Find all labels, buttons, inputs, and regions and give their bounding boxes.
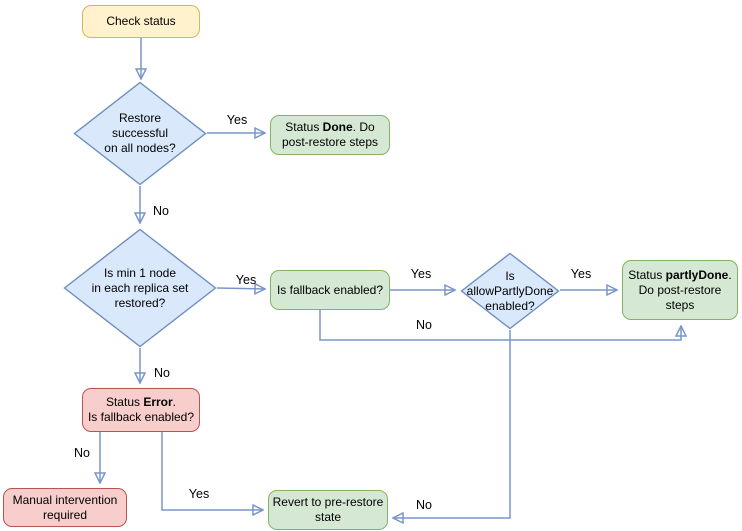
connector-minnode-yes <box>216 288 265 289</box>
edge-label-restore-no: No <box>153 204 169 218</box>
node-fallback-enabled: Is fallback enabled? <box>270 270 390 310</box>
diamond-shape <box>460 252 560 330</box>
node-check-status-label: Check status <box>106 14 176 28</box>
decision-min-one-node-label: Is min 1 node in each replica set restor… <box>91 265 189 310</box>
decision-allow-partly-done-label: Is allowPartlyDone enabled? <box>466 268 554 313</box>
node-status-partly-done-label: Status partlyDone. Do post-restore steps <box>628 267 732 312</box>
decision-restore-successful: Restore successful on all nodes? <box>73 81 207 186</box>
diamond-shape <box>73 81 207 186</box>
decision-restore-successful-label: Restore successful on all nodes? <box>104 111 176 155</box>
connector-fallback-no <box>319 310 681 341</box>
node-status-partly-done: Status partlyDone. Do post-restore steps <box>622 260 738 320</box>
node-manual-intervention-label: Manual intervention required <box>12 492 118 522</box>
node-status-error: Status Error. Is fallback enabled? <box>82 388 200 432</box>
node-revert-pre-restore: Revert to pre-restore state <box>268 490 388 530</box>
edge-label-minnode-no: No <box>154 366 170 380</box>
decision-min-one-node: Is min 1 node in each replica set restor… <box>63 228 217 348</box>
node-status-done-label: Status Done. Do post-restore steps <box>281 120 379 149</box>
node-manual-intervention: Manual intervention required <box>3 488 127 527</box>
edge-label-error-no: No <box>74 446 90 460</box>
edge-label-allowpartly-yes: Yes <box>570 267 592 281</box>
decision-allow-partly-done: Is allowPartlyDone enabled? <box>460 252 560 330</box>
node-check-status: Check status <box>82 5 200 38</box>
edge-label-error-yes: Yes <box>188 487 210 501</box>
edge-label-restore-yes: Yes <box>226 113 248 127</box>
node-revert-pre-restore-label: Revert to pre-restore state <box>272 495 384 524</box>
node-status-done: Status Done. Do post-restore steps <box>270 115 390 155</box>
connector-error-yes <box>161 432 263 510</box>
node-status-error-label: Status Error. Is fallback enabled? <box>87 395 195 424</box>
node-fallback-enabled-label: Is fallback enabled? <box>276 282 384 297</box>
edge-label-allowpartly-no: No <box>416 498 432 512</box>
edge-label-fallback-yes: Yes <box>410 267 432 281</box>
diamond-shape <box>63 228 217 348</box>
edge-label-fallback-no: No <box>416 318 432 332</box>
edge-label-minnode-yes: Yes <box>235 273 257 287</box>
connector-allowpartly-no <box>393 330 511 518</box>
